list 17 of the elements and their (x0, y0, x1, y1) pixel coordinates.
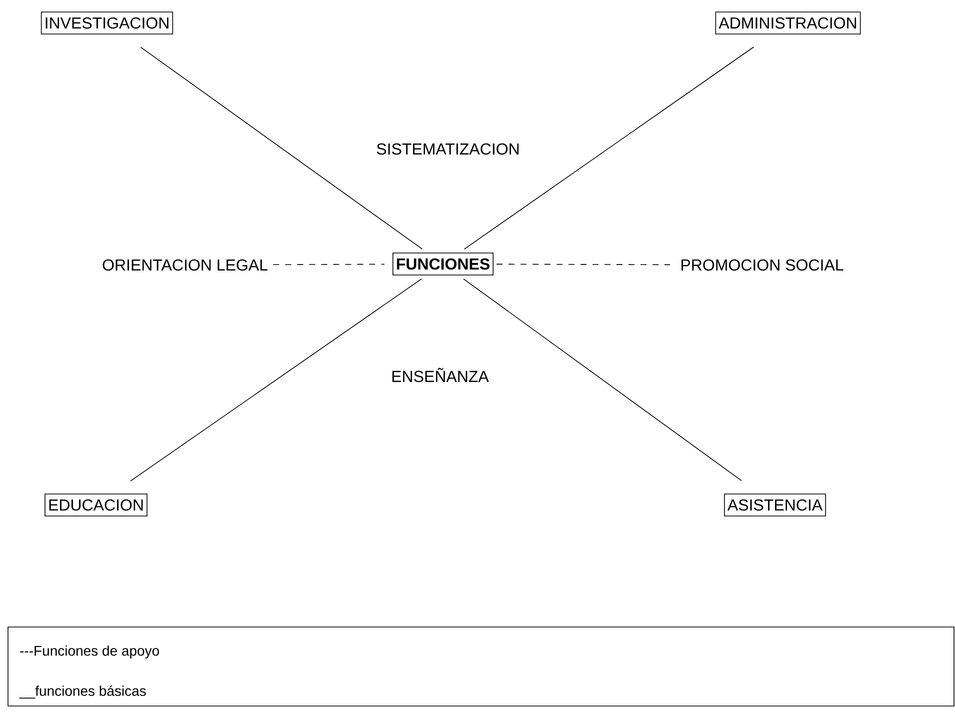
connector-line (464, 46, 754, 250)
function-box: INVESTIGACION (40, 12, 174, 34)
function-box: ASISTENCIA (724, 494, 826, 516)
connector-line (130, 278, 422, 482)
function-label: ORIENTACION LEGAL (102, 259, 268, 271)
connector-line (272, 264, 385, 266)
function-box: ADMINISTRACION (715, 12, 861, 34)
connector-line (140, 46, 423, 250)
legend-text: ---Funciones de apoyo (20, 645, 159, 659)
function-box: FUNCIONES (392, 252, 494, 276)
function-box: EDUCACION (44, 494, 148, 516)
connector-line (463, 278, 742, 482)
category-label: ENSEÑANZA (392, 368, 489, 382)
function-label: PROMOCION SOCIAL (682, 259, 844, 271)
connector-line (496, 264, 670, 266)
legend-text: __funciones básicas (19, 685, 146, 699)
category-label: SISTEMATIZACION (376, 143, 519, 155)
